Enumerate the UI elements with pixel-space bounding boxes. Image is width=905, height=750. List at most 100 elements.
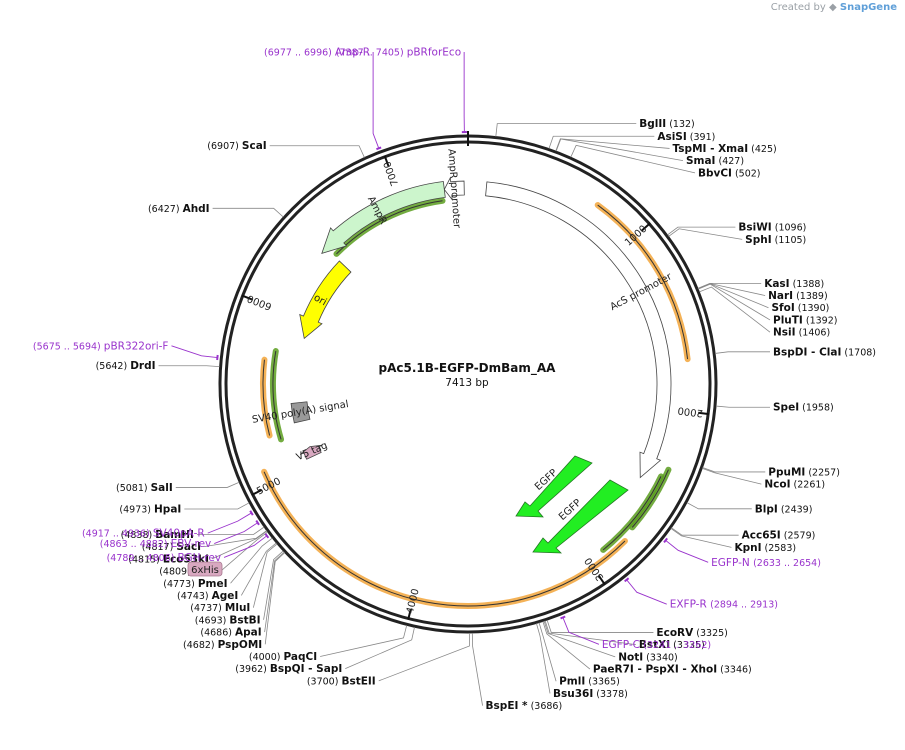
primer-mark-sv40pa-r bbox=[249, 510, 254, 516]
primer-range: (4789 .. 4806) bbox=[107, 553, 178, 564]
site-line-bbvci bbox=[570, 144, 696, 174]
primer-label-exfp-r: EXFP-R (2894 .. 2913) bbox=[670, 599, 778, 611]
site-name: SacI bbox=[176, 541, 201, 553]
site-line-eco53ki bbox=[211, 530, 268, 560]
tick-4000 bbox=[407, 608, 412, 620]
site-line-scai bbox=[269, 145, 365, 158]
site-name: PmlI bbox=[559, 676, 585, 688]
snapgene-watermark: Created by ◆ SnapGene bbox=[771, 2, 897, 13]
site-name: MluI bbox=[225, 602, 250, 614]
site-position: (2439) bbox=[778, 504, 813, 515]
site-position: (3365) bbox=[585, 677, 620, 688]
site-line-kpni bbox=[670, 528, 732, 548]
site-label-kasi: KasI (1388) bbox=[764, 278, 824, 290]
primer-label-pbrforeco: (7387 .. 7405) pBRforEco bbox=[336, 47, 461, 59]
site-name: PaqCI bbox=[284, 651, 318, 663]
site-position: (3378) bbox=[593, 689, 628, 700]
primer-range: (6977 .. 6996) bbox=[264, 48, 335, 59]
primer-line-exfp-r bbox=[626, 579, 667, 605]
site-name: NcoI bbox=[764, 479, 790, 491]
site-position: (3325) bbox=[693, 628, 728, 639]
site-position: (427) bbox=[715, 156, 744, 167]
site-label-bsu36i: Bsu36I (3378) bbox=[553, 688, 628, 700]
site-name: NotI bbox=[618, 651, 643, 663]
site-label-noti: NotI (3340) bbox=[618, 651, 678, 663]
site-name: - PspXI bbox=[634, 664, 679, 676]
site-line-bspdi-clai bbox=[715, 351, 770, 354]
primer-mark-bgh-rev bbox=[264, 533, 270, 539]
his-tag-box: 6xHis bbox=[187, 561, 223, 577]
site-name: EcoRV bbox=[656, 627, 694, 639]
primer-name: pBR322ori-F bbox=[104, 340, 169, 352]
site-label-paer7i-pspxi-xhoi: PaeR7I - PspXI - XhoI (3346) bbox=[593, 664, 752, 676]
site-name: SphI bbox=[745, 234, 771, 246]
site-position: (4693) bbox=[195, 615, 230, 626]
site-line-hpai bbox=[184, 502, 250, 510]
site-position: (4838) bbox=[121, 530, 156, 541]
site-line-bglii bbox=[495, 123, 637, 137]
site-name: PmeI bbox=[198, 578, 228, 590]
site-line-smai bbox=[555, 138, 684, 162]
primer-line-egfp-n bbox=[665, 540, 709, 563]
site-line-asisi bbox=[548, 135, 655, 149]
primer-name: EGFP-N bbox=[711, 557, 753, 569]
site-line-ncoi bbox=[702, 467, 762, 485]
primer-mark-exfp-r bbox=[624, 577, 630, 583]
site-line-pspomi bbox=[264, 552, 286, 645]
site-line-bspqi-sapi bbox=[345, 627, 415, 670]
site-name: SpeI bbox=[773, 402, 799, 414]
site-line-bstbi bbox=[263, 550, 284, 620]
primer-mark-amp-r bbox=[376, 146, 382, 151]
site-name: PaeR7I bbox=[593, 664, 634, 676]
feature-ampr bbox=[321, 181, 446, 255]
site-position: (2257) bbox=[805, 467, 840, 478]
site-position: (6907) bbox=[207, 141, 242, 152]
site-label-bbvci: BbvCI (502) bbox=[698, 167, 761, 179]
site-line-drdi bbox=[158, 365, 220, 368]
primer-range: (7387 .. 7405) bbox=[336, 48, 407, 59]
site-position: (3700) bbox=[307, 676, 342, 687]
site-name: SmaI bbox=[686, 155, 716, 167]
site-line-apai bbox=[264, 551, 285, 633]
primer-range: (5675 .. 5694) bbox=[33, 341, 104, 352]
primer-label-amp-r: (6977 .. 6996) Amp-R bbox=[264, 47, 370, 59]
site-label-pmei: (4773) PmeI bbox=[163, 578, 227, 590]
tick-3000 bbox=[597, 575, 606, 586]
site-label-nsii: NsiI (1406) bbox=[773, 327, 830, 339]
site-position: (4773) bbox=[163, 579, 198, 590]
site-position: (1958) bbox=[799, 403, 834, 414]
site-label-bglii: BglII (132) bbox=[639, 118, 695, 130]
watermark-created-by: Created by bbox=[770, 2, 826, 13]
site-line-pluti bbox=[698, 283, 771, 321]
site-name: KasI bbox=[764, 278, 789, 290]
primer-label-egfp-c: EGFP-C (3241 .. 3262) bbox=[602, 639, 711, 651]
feature-ampr-promoter bbox=[443, 176, 465, 202]
primer-range: (2894 .. 2913) bbox=[710, 600, 778, 611]
site-label-spei: SpeI (1958) bbox=[773, 402, 834, 414]
site-position: (4817) bbox=[142, 542, 177, 553]
site-label-bspdi-clai: BspDI - ClaI (1708) bbox=[773, 346, 876, 358]
site-label-bspqi-sapi: (3962) BspQI - SapI bbox=[235, 663, 342, 675]
site-position: (1105) bbox=[772, 235, 807, 246]
site-name: BstBI bbox=[229, 614, 260, 626]
site-line-acc65i bbox=[671, 527, 739, 536]
site-name: BsiWI bbox=[738, 222, 771, 234]
site-line-bsteii bbox=[378, 632, 470, 682]
site-line-sali bbox=[175, 481, 240, 488]
site-name: - XmaI bbox=[706, 143, 748, 155]
site-label-kpni: KpnI (2583) bbox=[734, 542, 796, 554]
site-label-bspei: BspEI * (3686) bbox=[486, 700, 563, 712]
primer-label-bgh-rev: (4789 .. 4806) BGH-rev bbox=[107, 552, 221, 564]
site-position: (502) bbox=[732, 168, 761, 179]
site-label-hpai: (4973) HpaI bbox=[119, 503, 181, 515]
site-position: (1392) bbox=[803, 315, 838, 326]
site-line-noti bbox=[543, 620, 616, 658]
tick-2000 bbox=[698, 411, 710, 416]
primer-mark-ebv-rev bbox=[255, 520, 260, 526]
site-line-pmli bbox=[538, 622, 557, 682]
site-label-acc65i: Acc65I (2579) bbox=[742, 530, 816, 542]
site-line-tspmi-xmai bbox=[555, 138, 670, 152]
site-line-pmei bbox=[230, 537, 273, 584]
site-line-bstxi bbox=[544, 620, 636, 646]
primer-name: EXFP-R bbox=[670, 599, 710, 611]
